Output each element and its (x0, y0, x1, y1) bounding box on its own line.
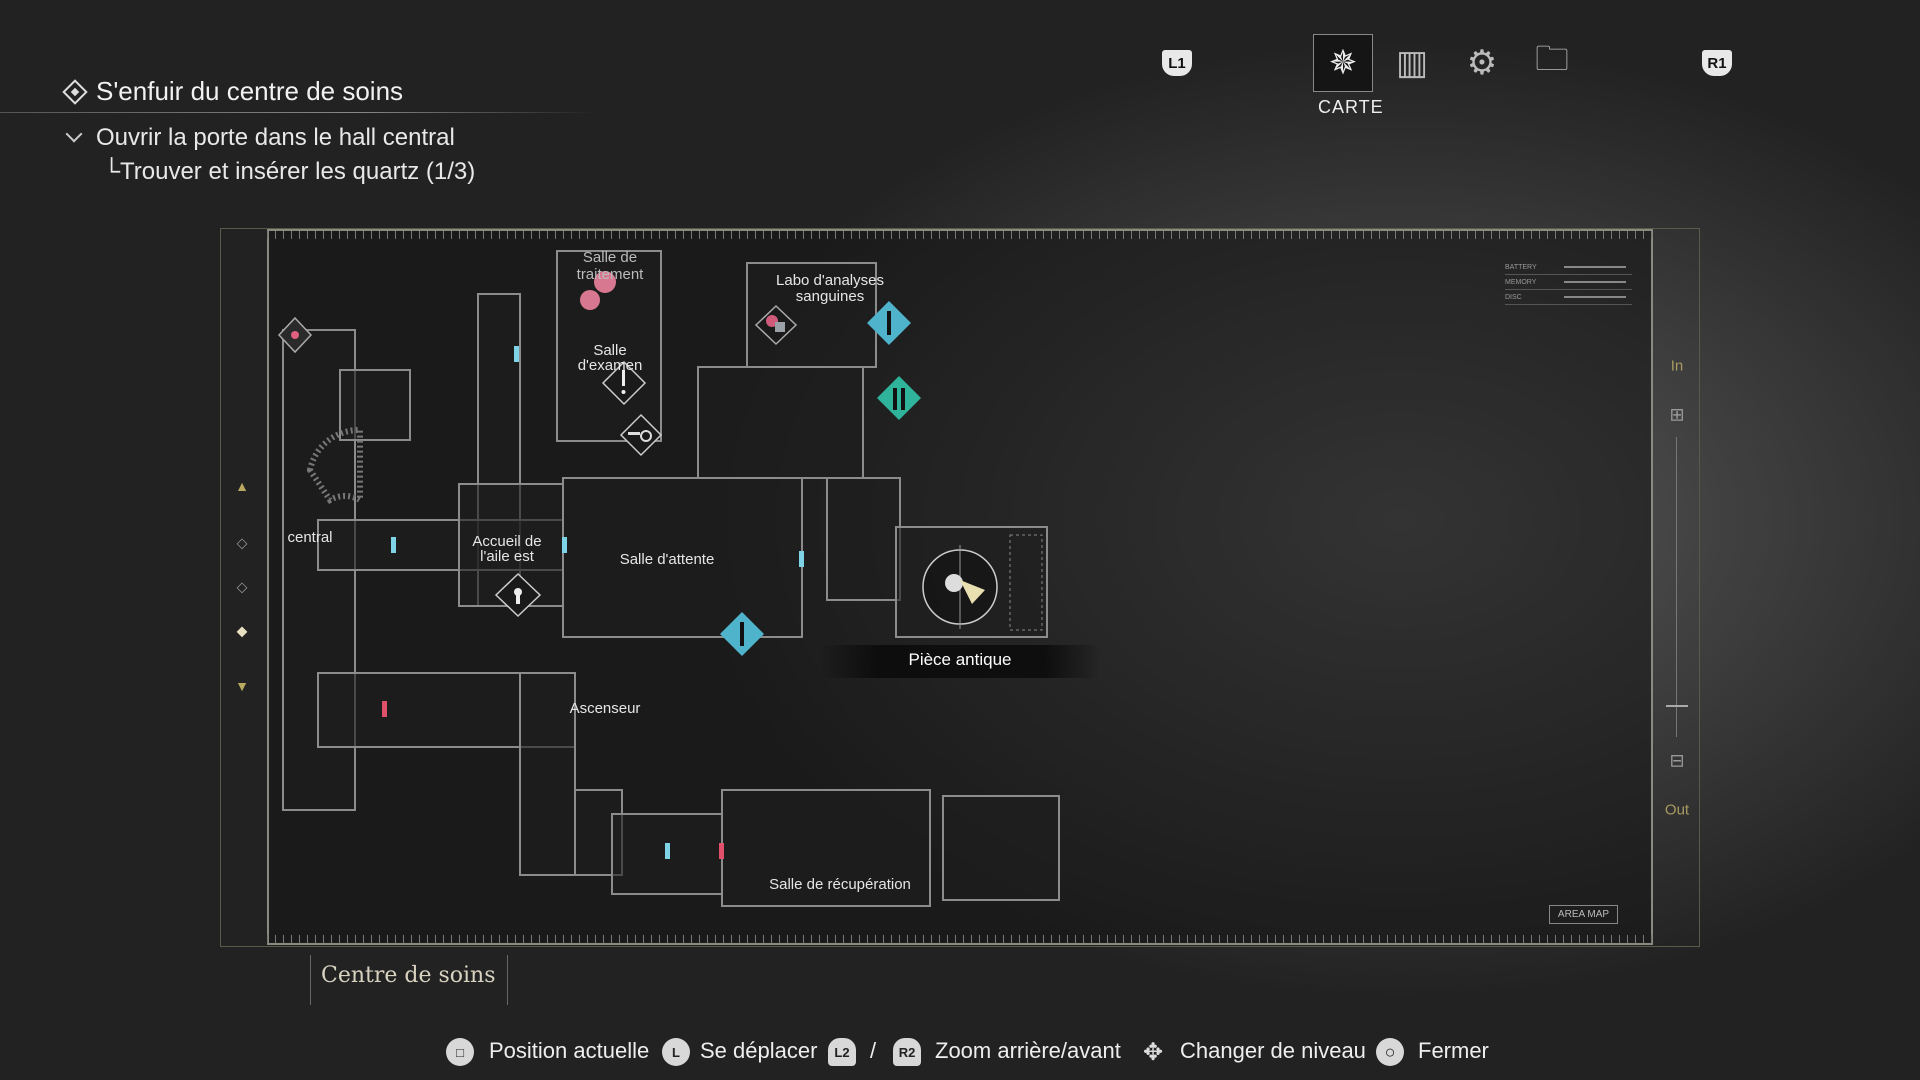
memory-label: MEMORY (1505, 278, 1537, 286)
camera-marker-icon (619, 413, 663, 457)
keyhole-marker-icon (494, 572, 542, 618)
label-accueil-2: l'aile est (480, 548, 534, 565)
compass-icon: ✵ (1328, 44, 1358, 82)
door-unlocked (391, 537, 396, 553)
tab-map[interactable]: ✵ (1313, 34, 1373, 92)
l2-button-icon: L2 (828, 1038, 856, 1066)
l1-button[interactable]: L1 (1162, 50, 1192, 76)
room-mid (697, 366, 864, 479)
zoom-out-label: Out (1664, 801, 1690, 819)
battery-label: BATTERY (1505, 263, 1537, 271)
objective-step: Ouvrir la porte dans le hall central (96, 124, 455, 151)
player-position-icon (922, 545, 998, 629)
tab-settings[interactable]: ⚙ (1457, 38, 1507, 88)
save-typewriter-marker-icon (277, 316, 313, 354)
control-change-level[interactable]: Changer de niveau (1180, 1038, 1366, 1063)
floor-down-icon[interactable]: ▼ (235, 678, 249, 694)
room-salle-recuperation (721, 789, 931, 907)
location-name: Centre de soins (321, 963, 496, 988)
door-locked (719, 843, 724, 859)
room-bottom-c (942, 795, 1060, 901)
label-examen-1: Salle (593, 342, 627, 359)
r1-button[interactable]: R1 (1702, 50, 1732, 76)
control-close[interactable]: Fermer (1418, 1038, 1489, 1063)
label-ascenseur: Ascenseur (569, 700, 641, 717)
room-piece-antique (895, 526, 1048, 638)
backpack-icon: ▥ (1395, 44, 1429, 82)
disc-label: DISC (1505, 293, 1522, 301)
spiral-stairs (306, 426, 363, 506)
blue-door-marker-icon (720, 612, 764, 656)
exclamation-marker-icon (601, 360, 647, 406)
label-accueil-1: Accueil de (472, 533, 542, 550)
square-button-icon: □ (446, 1038, 474, 1066)
label-salle-attente: Salle d'attente (619, 551, 715, 568)
control-move[interactable]: Se déplacer (700, 1038, 818, 1063)
divider (0, 112, 595, 113)
room-salle-attente (562, 477, 803, 638)
label-labo-2: sanguines (795, 288, 865, 305)
location-tab (310, 955, 508, 1005)
room-vertical (519, 672, 576, 876)
green-door-marker-icon (877, 376, 921, 420)
label-salle-recuperation: Salle de récupération (769, 876, 911, 893)
door-unlocked (514, 346, 519, 362)
left-stick-icon: L (662, 1038, 690, 1066)
floor-marker-icon[interactable]: ◇ (236, 534, 248, 551)
zoom-slider-thumb[interactable] (1666, 705, 1688, 707)
flower-herb-icon (580, 271, 616, 310)
floor-current-icon[interactable]: ◆ (236, 622, 248, 639)
door-unlocked (799, 551, 804, 567)
objective-title: S'enfuir du centre de soins (96, 76, 404, 106)
floor-up-icon[interactable]: ▲ (235, 478, 249, 494)
circle-button-icon: ○ (1376, 1038, 1404, 1066)
tab-map-label: CARTE (1318, 97, 1384, 117)
label-piece-antique: Pièce antique (908, 650, 1012, 669)
label-central: central (287, 529, 333, 546)
zoom-in-button[interactable]: ⊞ (1669, 404, 1685, 425)
tab-files[interactable]: 🗀 (1527, 38, 1577, 88)
files-icon: 🗀 (1535, 39, 1569, 78)
blue-door-marker-icon (867, 301, 911, 345)
label-labo-1: Labo d'analyses (776, 272, 884, 289)
zoom-out-button[interactable]: ⊟ (1669, 750, 1685, 771)
r2-button-icon: R2 (893, 1038, 921, 1066)
label-salle-traitement: Salle de traitement (576, 249, 644, 283)
top-ruler (267, 231, 1653, 239)
control-current-position[interactable]: Position actuelle (489, 1038, 650, 1063)
room-right-corridor (826, 477, 901, 601)
bottom-ruler (267, 935, 1653, 943)
gears-icon: ⚙ (1466, 44, 1498, 82)
map-frame (220, 228, 1700, 947)
zoom-slider[interactable] (1676, 437, 1677, 737)
tooltip-band (820, 645, 1100, 678)
tab-inventory[interactable]: ▥ (1387, 38, 1437, 88)
door-unlocked (562, 537, 567, 553)
stairs (1009, 534, 1043, 631)
label-examen-2: d'examen (577, 357, 643, 374)
item-marker-icon (754, 304, 798, 346)
dpad-icon: ✥ (1142, 1038, 1164, 1066)
door-unlocked (665, 843, 670, 859)
floor-marker-icon[interactable]: ◇ (236, 578, 248, 595)
area-map-button[interactable]: AREA MAP (1549, 905, 1618, 924)
separator: / (870, 1038, 877, 1063)
status-panel: BATTERY MEMORY DISC (1505, 260, 1632, 305)
door-locked (382, 701, 387, 717)
zoom-in-label: In (1670, 357, 1684, 375)
objective-substep: └Trouver et insérer les quartz (1/3) (103, 158, 476, 185)
control-zoom[interactable]: Zoom arrière/avant (935, 1038, 1121, 1063)
